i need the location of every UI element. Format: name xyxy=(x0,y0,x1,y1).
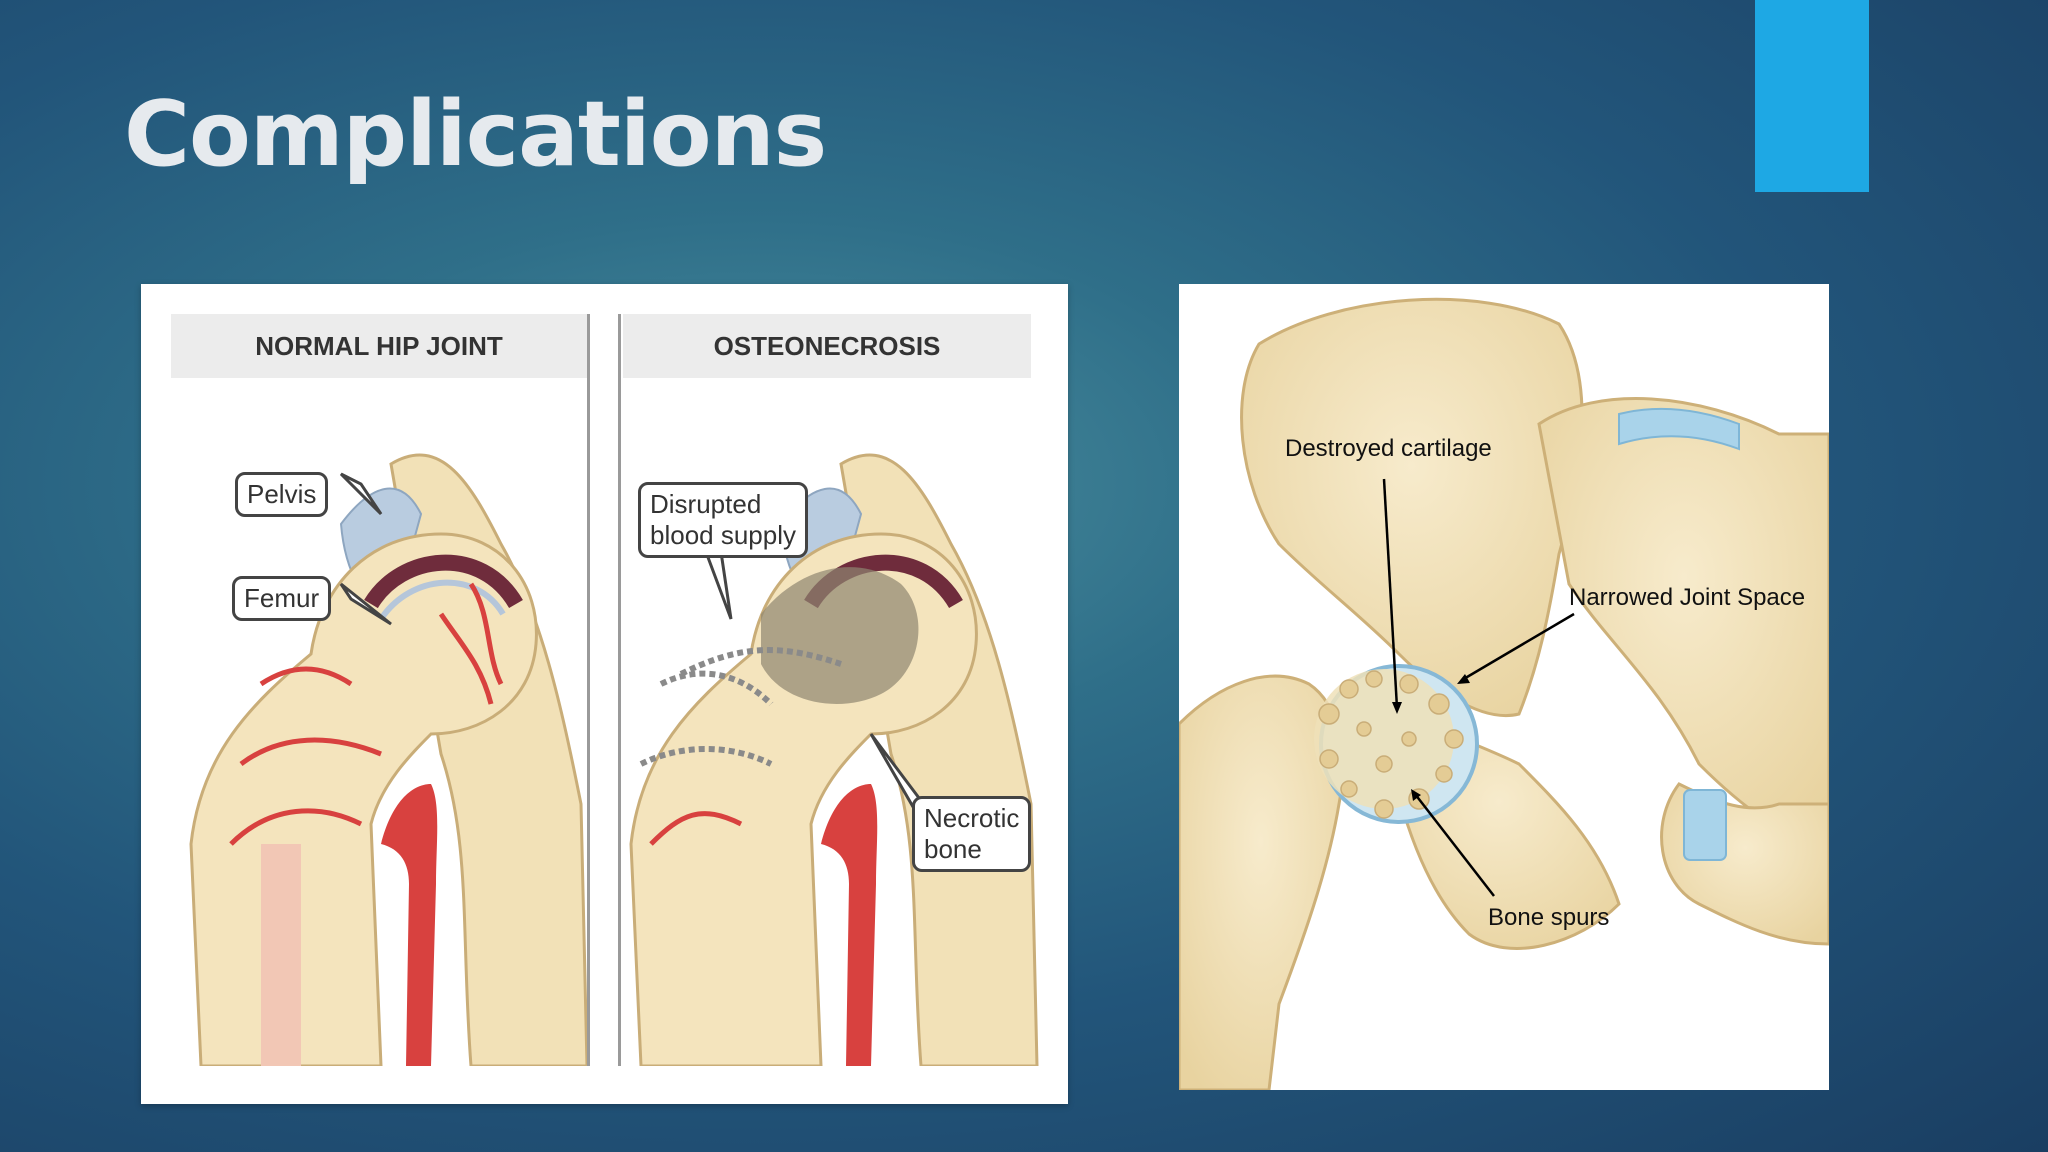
necrotic-bone-callout: Necrotic bone xyxy=(912,796,1032,873)
osteonecrosis-header: OSTEONECROSIS xyxy=(623,314,1031,378)
hip-joint-illustration xyxy=(189,453,1039,1066)
narrowed-joint-space-label: Narrowed Joint Space xyxy=(1569,584,1806,611)
arthritic-hip-figure: Destroyed cartilage Narrowed Joint Space… xyxy=(1179,284,1829,1090)
pelvis-illustration xyxy=(1179,297,1829,1090)
destroyed-cartilage-label: Destroyed cartilage xyxy=(1285,435,1492,462)
normal-hip-joint-header: NORMAL HIP JOINT xyxy=(171,314,587,378)
slide-title: Complications xyxy=(124,82,827,187)
bone-spurs-label: Bone spurs xyxy=(1488,904,1610,931)
accent-bar xyxy=(1755,0,1869,192)
disrupted-blood-supply-callout: Disrupted blood supply xyxy=(638,482,808,559)
divider xyxy=(587,314,590,1066)
divider xyxy=(618,314,621,1066)
osteonecrosis-drawing xyxy=(629,453,1039,1066)
femur-callout: Femur xyxy=(232,576,332,622)
normal-hip-drawing xyxy=(189,453,587,1066)
pelvis-callout: Pelvis xyxy=(235,472,329,518)
hip-joint-comparison-figure: NORMAL HIP JOINT OSTEONECROSIS Pelvis Fe… xyxy=(141,284,1068,1104)
